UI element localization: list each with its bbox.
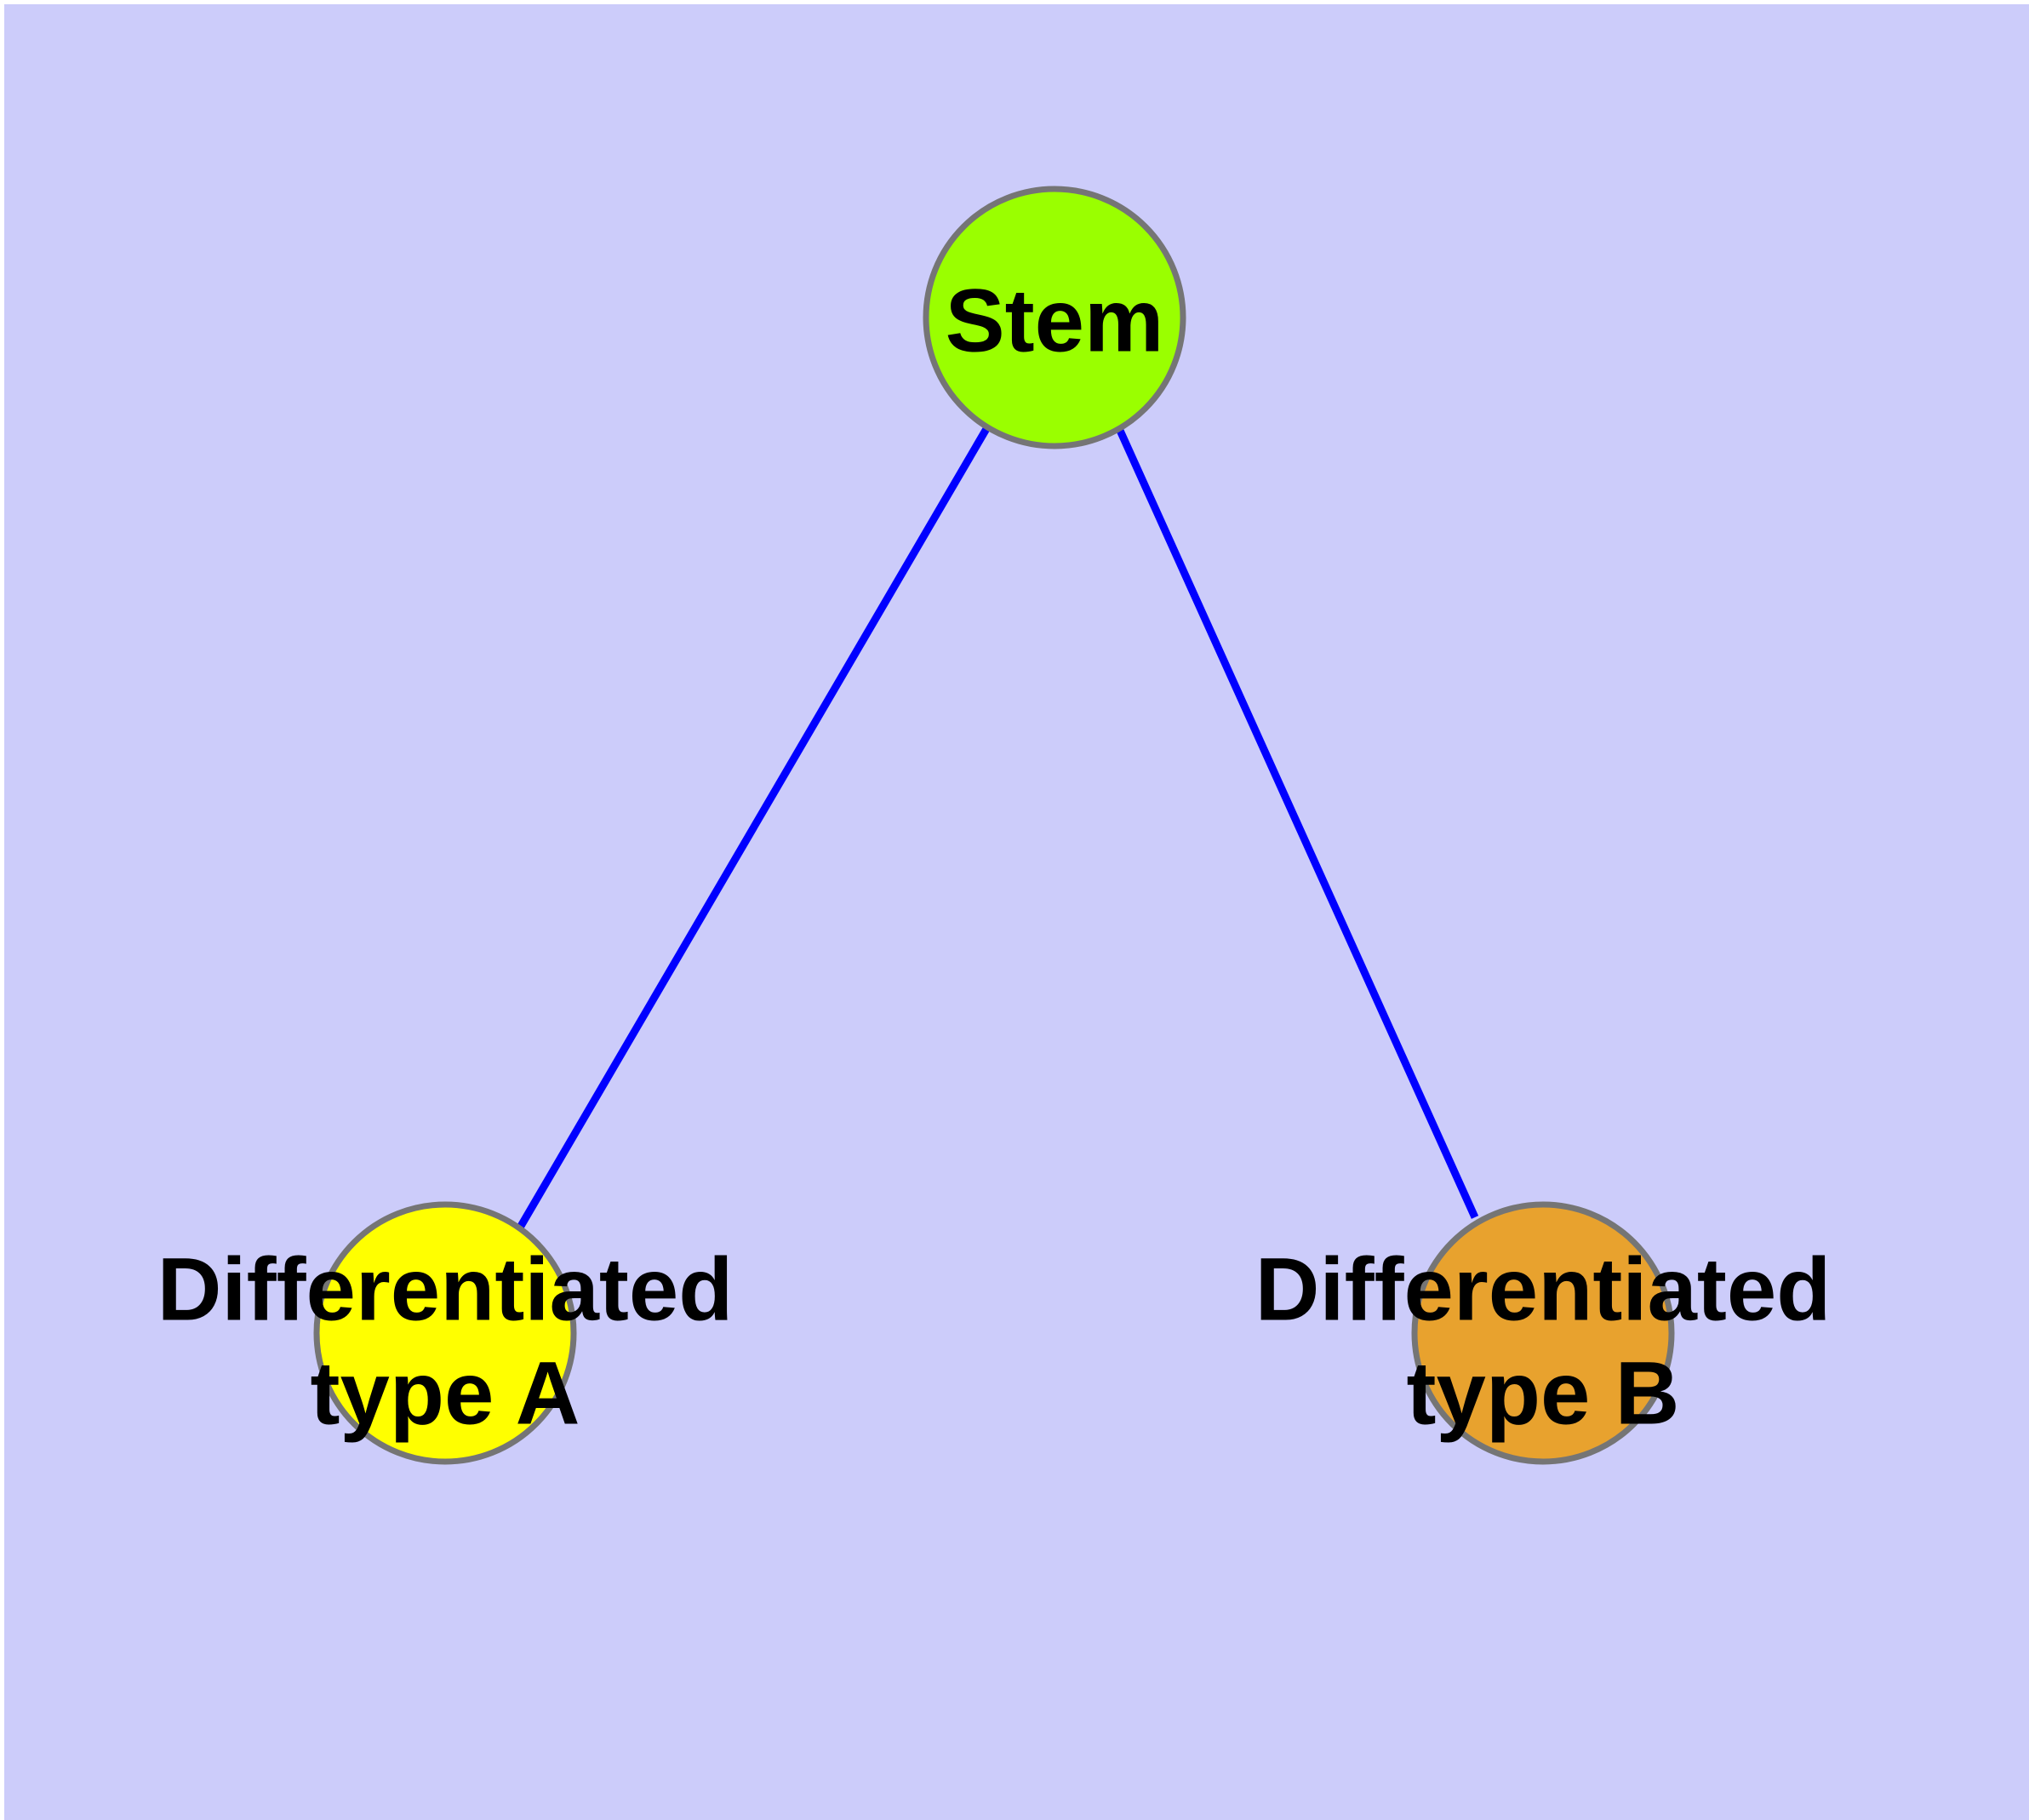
- node-differentiated-type-a-label-line2: type A: [311, 1344, 580, 1444]
- node-stem-circle[interactable]: [923, 186, 1186, 449]
- edge-layer: [517, 423, 1479, 1230]
- node-differentiated-type-b-circle[interactable]: [1411, 1201, 1675, 1465]
- edge-stem-to-differentiated-type-b: [1113, 423, 1479, 1219]
- node-differentiated-type-a[interactable]: Differentiated type A: [157, 1201, 734, 1465]
- edge-stem-to-differentiated-type-a: [517, 425, 991, 1230]
- node-layer: Stem Differentiated type A Differentiate…: [157, 186, 1832, 1465]
- node-stem[interactable]: Stem: [923, 186, 1186, 449]
- node-differentiated-type-b-label-line1: Differentiated: [1255, 1240, 1832, 1340]
- node-differentiated-type-a-circle[interactable]: [313, 1201, 577, 1465]
- node-differentiated-type-b[interactable]: Differentiated type B: [1255, 1201, 1832, 1465]
- node-stem-label: Stem: [946, 272, 1164, 371]
- node-differentiated-type-b-label-line2: type B: [1407, 1344, 1680, 1444]
- node-differentiated-type-a-label-line1: Differentiated: [157, 1240, 734, 1340]
